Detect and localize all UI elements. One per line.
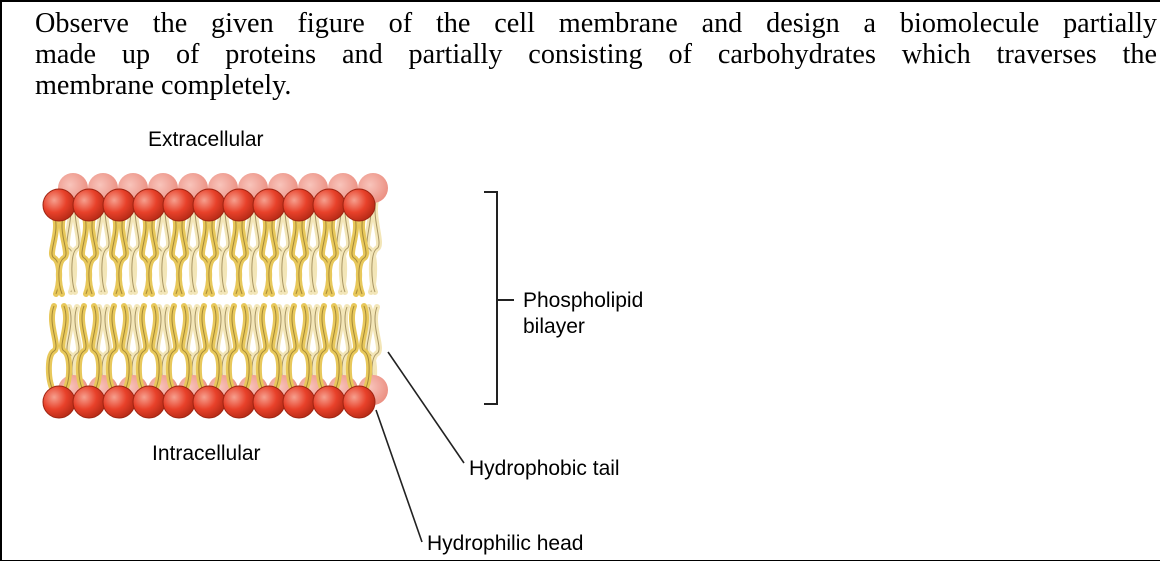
phospholipid-tail-outline [228, 305, 237, 389]
question-line-1: Observe the given figure of the cell mem… [35, 8, 1157, 39]
phospholipid-head [102, 385, 136, 419]
phospholipid-head [342, 385, 376, 419]
phospholipid-tail-outline [211, 305, 220, 389]
phospholipid-tail-outline [298, 213, 307, 295]
phospholipid-head [42, 385, 76, 419]
phospholipid-tail-outline [208, 213, 217, 295]
annotation-lines [375, 191, 514, 543]
phospholipid-head [162, 188, 196, 222]
phospholipid-head [282, 385, 316, 419]
phospholipid-tail-outline [48, 305, 57, 389]
phospholipid-head [72, 385, 106, 419]
phospholipid-tail-outline [131, 196, 140, 293]
tail-pointer [387, 351, 465, 464]
phospholipid-tail-outline [358, 213, 367, 295]
phospholipid-head [312, 385, 346, 419]
phospholipid-label-line1: Phospholipid [523, 289, 644, 312]
phospholipid-tail-outline [341, 196, 350, 293]
question-line-3: membrane completely. [35, 70, 292, 101]
phospholipid-head [132, 188, 166, 222]
phospholipid-head [72, 188, 106, 222]
phospholipid-tail-outline [58, 213, 67, 295]
phospholipid-tail-outline [138, 305, 147, 389]
hydrophilic-head-label: Hydrophilic head [427, 532, 584, 555]
extracellular-label: Extracellular [148, 128, 264, 151]
phospholipid-tail-outline [361, 305, 370, 389]
phospholipid-tail-outline [221, 196, 230, 293]
phospholipid-tail-outline [101, 196, 110, 293]
phospholipid-head [102, 188, 136, 222]
phospholipid-tail-outline [168, 305, 177, 389]
phospholipid-tail-outline [191, 196, 200, 293]
phospholipid-tail-outline [281, 196, 290, 293]
question-text: Observe the given figure of the cell mem… [35, 8, 1157, 101]
phospholipid-tail-outline [88, 213, 97, 295]
phospholipid-head [282, 188, 316, 222]
phospholipid-head [132, 385, 166, 419]
phospholipid-tail-outline [148, 213, 157, 295]
phospholipid-tail-outline [181, 305, 190, 389]
phospholipid-tail-outline [311, 196, 320, 293]
phospholipid-tail-outline [71, 196, 80, 293]
front-phospholipids [42, 188, 376, 419]
phospholipid-head [42, 188, 76, 222]
phospholipid-tail-outline [258, 305, 267, 389]
phospholipid-tail-outline [238, 213, 247, 295]
phospholipid-tail-outline [318, 305, 327, 389]
phospholipid-tail-outline [151, 305, 160, 389]
question-line-2: made up of proteins and partially consis… [35, 39, 1157, 70]
phospholipid-head [342, 188, 376, 222]
intracellular-label: Intracellular [152, 442, 261, 465]
phospholipid-tail-outline [328, 213, 337, 295]
phospholipid-tail-outline [161, 196, 170, 293]
bilayer-bracket [484, 191, 498, 405]
phospholipid-head [192, 188, 226, 222]
phospholipid-head [312, 188, 346, 222]
phospholipid-head [192, 385, 226, 419]
phospholipid-tail-outline [108, 305, 117, 389]
phospholipid-tail-outline [251, 196, 260, 293]
phospholipid-tail-outline [288, 305, 297, 389]
phospholipid-head [252, 188, 286, 222]
phospholipid-label-line2: bilayer [523, 315, 585, 338]
phospholipid-tail-outline [61, 305, 70, 389]
phospholipid-head [252, 385, 286, 419]
phospholipid-head [162, 385, 196, 419]
phospholipid-tail-outline [241, 305, 250, 389]
phospholipid-tail-outline [301, 305, 310, 389]
phospholipid-tail-outline [198, 305, 207, 389]
phospholipid-tail-outline [371, 196, 380, 293]
phospholipid-tail-outline [78, 305, 87, 389]
phospholipid-tail-outline [268, 213, 277, 295]
phospholipid-tail-outline [118, 213, 127, 295]
phospholipid-tail-outline [91, 305, 100, 389]
phospholipid-tail-outline [121, 305, 130, 389]
phospholipid-head [222, 385, 256, 419]
phospholipid-tail-outline [178, 213, 187, 295]
head-pointer [375, 409, 423, 543]
hydrophobic-tail-label: Hydrophobic tail [469, 457, 620, 480]
phospholipid-head [222, 188, 256, 222]
phospholipid-tail-outline [331, 305, 340, 389]
phospholipid-tail-outline [271, 305, 280, 389]
phospholipid-tail-outline [348, 305, 357, 389]
